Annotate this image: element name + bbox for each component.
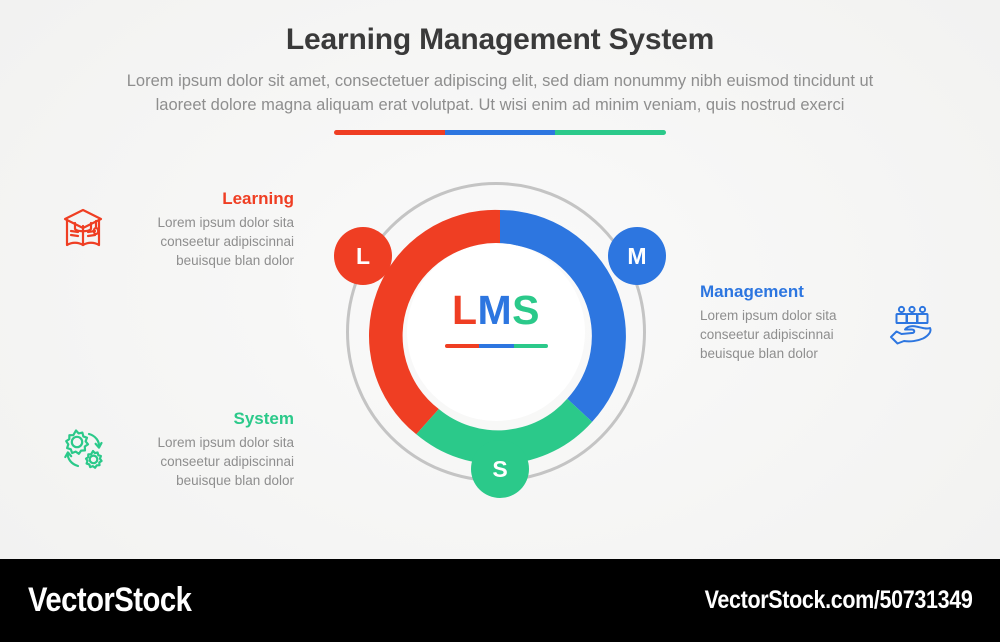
people-on-hand-icon	[880, 292, 942, 354]
lms-letter-m: M	[477, 287, 513, 333]
desc-line-2: conseetur adipiscinnai	[160, 453, 294, 469]
block-management[interactable]: Management Lorem ipsum dolor sita consee…	[700, 282, 942, 363]
block-management-title: Management	[700, 282, 804, 301]
divider-segment-red	[334, 130, 445, 135]
page-title: Learning Management System	[285, 23, 715, 56]
block-system-text: System Lorem ipsum dolor sita conseetur …	[114, 409, 294, 490]
arc-system[interactable]	[416, 398, 593, 465]
vectorstock-logo: VectorStock	[28, 581, 192, 619]
subtitle-line-1: Lorem ipsum dolor sit amet, consectetuer…	[126, 72, 874, 90]
lms-letter-s: S	[512, 287, 541, 333]
vectorstock-url: VectorStock.com/50731349	[704, 586, 972, 614]
block-system[interactable]: System Lorem ipsum dolor sita conseetur …	[52, 409, 294, 490]
header: Learning Management System Lorem ipsum d…	[0, 22, 1000, 118]
desc-line-1: Lorem ipsum dolor sita	[700, 307, 837, 323]
desc-line-2: conseetur adipiscinnai	[700, 326, 834, 342]
lms-underline-red	[445, 344, 480, 348]
lms-acronym: LMS	[407, 290, 585, 331]
gears-cycle-icon	[52, 419, 114, 481]
block-management-text: Management Lorem ipsum dolor sita consee…	[700, 282, 880, 363]
lms-underline	[445, 344, 548, 348]
lms-underline-green	[513, 344, 548, 348]
badge-learning[interactable]: L	[334, 227, 392, 285]
desc-line-3: beuisque blan dolor	[176, 253, 294, 268]
block-learning[interactable]: Learning Lorem ipsum dolor sita conseetu…	[52, 189, 294, 270]
graduation-book-icon	[52, 199, 114, 261]
block-learning-text: Learning Lorem ipsum dolor sita conseetu…	[114, 189, 294, 270]
arc-management[interactable]	[500, 210, 626, 422]
block-management-desc: Lorem ipsum dolor sita conseetur adipisc…	[700, 306, 880, 363]
header-divider	[334, 130, 666, 135]
watermark-bar: VectorStock VectorStock.com/50731349	[0, 559, 1000, 642]
subtitle-line-2: laoreet dolore magna aliquam erat volutp…	[155, 95, 845, 114]
lms-underline-blue	[479, 344, 514, 348]
block-learning-title: Learning	[222, 189, 294, 208]
lms-letter-l: L	[451, 287, 478, 333]
donut-center-disc	[407, 243, 585, 421]
block-system-desc: Lorem ipsum dolor sita conseetur adipisc…	[114, 433, 294, 490]
center-diagram: LMS L M S	[332, 168, 668, 504]
divider-segment-green	[555, 130, 666, 135]
badge-management[interactable]: M	[608, 227, 666, 285]
desc-line-3: beuisque blan dolor	[176, 473, 294, 488]
arc-learning[interactable]	[368, 209, 500, 435]
divider-segment-blue	[444, 130, 556, 135]
desc-line-3: beuisque blan dolor	[700, 346, 818, 361]
block-learning-desc: Lorem ipsum dolor sita conseetur adipisc…	[114, 213, 294, 270]
desc-line-2: conseetur adipiscinnai	[160, 233, 294, 249]
page-subtitle: Lorem ipsum dolor sit amet, consectetuer…	[60, 70, 940, 118]
block-system-title: System	[233, 409, 294, 428]
donut-chart	[368, 209, 626, 465]
desc-line-1: Lorem ipsum dolor sita	[157, 434, 294, 450]
desc-line-1: Lorem ipsum dolor sita	[157, 214, 294, 230]
badge-system[interactable]: S	[471, 440, 529, 498]
